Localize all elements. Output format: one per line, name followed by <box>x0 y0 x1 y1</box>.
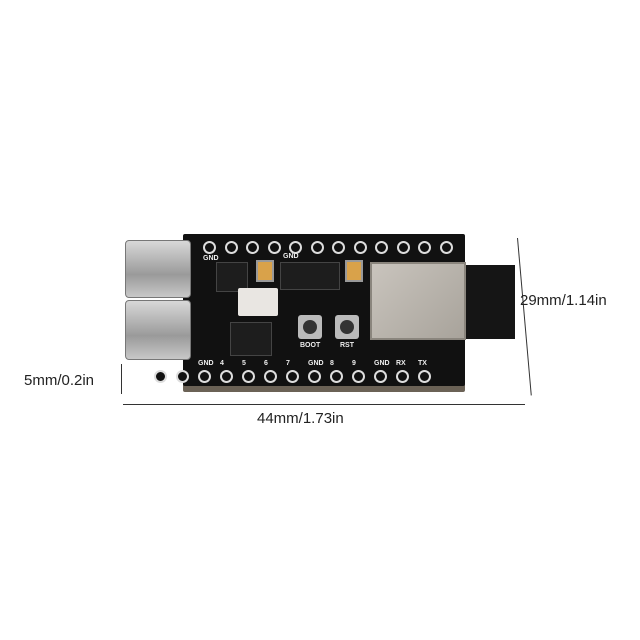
pin-label: 7 <box>286 360 290 367</box>
header-pin <box>264 370 277 383</box>
rgb-led <box>238 288 278 316</box>
header-pin <box>220 370 233 383</box>
top-label-gnd: GND <box>203 255 219 262</box>
rst-label: RST <box>340 342 354 349</box>
usb-c-connector-top <box>125 240 191 298</box>
width-dimension-line <box>123 404 525 405</box>
header-pin <box>396 241 410 254</box>
usb-bridge-chip <box>230 322 272 356</box>
capacitor <box>345 260 363 282</box>
header-pin <box>353 241 367 254</box>
usb-c-connector-bottom <box>125 300 191 360</box>
pin-label: 8 <box>330 360 334 367</box>
header-pin <box>374 370 387 383</box>
boot-button <box>298 315 322 339</box>
header-pin <box>330 370 343 383</box>
regulator-chip <box>280 262 340 290</box>
pin-label: TX <box>418 360 427 367</box>
pin-label: 5 <box>242 360 246 367</box>
header-pin <box>267 241 281 254</box>
header-pin <box>246 241 259 254</box>
header-pin <box>439 241 453 254</box>
pin-label: GND <box>374 360 390 367</box>
pin-label: GND <box>198 360 214 367</box>
pin-label: 4 <box>220 360 224 367</box>
reset-button <box>335 315 359 339</box>
header-pin <box>396 370 409 383</box>
height-label: 29mm/1.14in <box>520 292 607 309</box>
antenna-tab <box>458 265 515 339</box>
header-pin <box>176 370 189 383</box>
header-pin <box>198 370 211 383</box>
capacitor <box>256 260 274 282</box>
header-pin <box>203 241 216 254</box>
boot-label: BOOT <box>300 342 321 349</box>
pin-label: 6 <box>264 360 268 367</box>
transistor-array <box>216 262 248 292</box>
header-pin <box>308 370 321 383</box>
header-pin <box>286 370 299 383</box>
header-pin <box>418 241 431 254</box>
thickness-dimension-line <box>121 364 122 394</box>
wifi-module <box>370 262 466 340</box>
pin-label: RX <box>396 360 406 367</box>
header-pin <box>154 370 167 383</box>
pin-label: GND <box>308 360 324 367</box>
header-pin <box>375 241 388 254</box>
thickness-label: 5mm/0.2in <box>24 372 95 389</box>
pin-label: 9 <box>352 360 356 367</box>
header-pin <box>224 241 238 254</box>
header-pin <box>289 241 302 254</box>
height-dimension-line <box>517 237 532 396</box>
header-pin <box>242 370 255 383</box>
width-label: 44mm/1.73in <box>257 410 344 427</box>
header-pin <box>310 241 324 254</box>
top-label-gnd: GND <box>283 253 299 260</box>
header-pin <box>332 241 345 254</box>
header-pin <box>352 370 365 383</box>
header-pin <box>418 370 431 383</box>
